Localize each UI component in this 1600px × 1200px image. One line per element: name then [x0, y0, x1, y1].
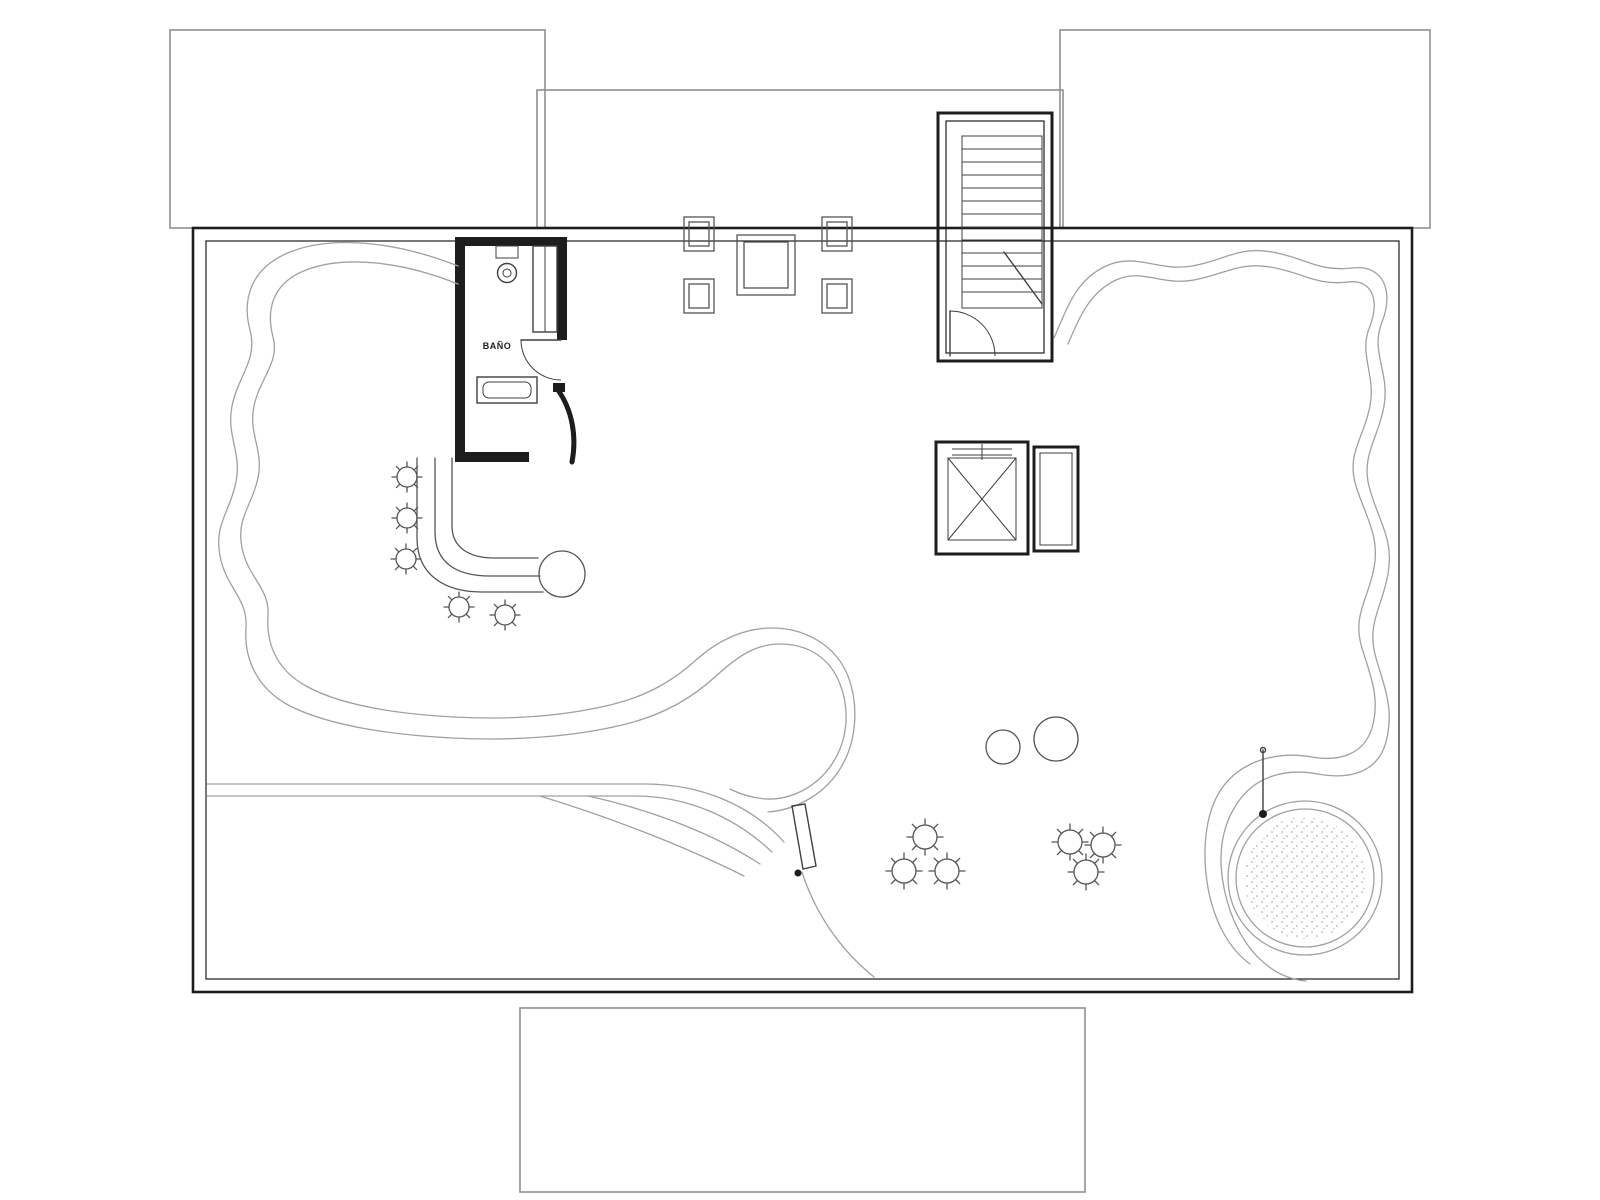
stair-flight [961, 135, 1043, 309]
elevator-shaft-wall [934, 440, 1030, 556]
adjacent-roof-outlines [169, 29, 1431, 1193]
terrace-wall-outer-line [191, 226, 1414, 994]
shrub [1051, 823, 1089, 861]
path-edge-to-wall [801, 871, 875, 978]
hand-rail [1259, 746, 1267, 818]
stair-break-line [1003, 251, 1043, 305]
bar-counter-outer-edge [416, 457, 544, 593]
stair-treads [962, 148, 1042, 293]
dining-chair [683, 216, 715, 252]
bar-stools [390, 461, 521, 631]
dining-chair [821, 278, 853, 314]
elevator-cross-line [947, 457, 1017, 541]
adjacent-roof-top-left [169, 29, 546, 229]
ramp-edge-line [206, 795, 773, 853]
right-planting-bed-outer [1053, 249, 1391, 982]
gate-hinge [794, 869, 802, 877]
dining-chair [821, 216, 853, 252]
ramp-lines [206, 783, 875, 978]
hot-tub-inner-rim [1235, 808, 1375, 948]
ramp-fan-line [539, 795, 745, 877]
toilet-bowl-inner [502, 268, 512, 278]
bar-stool [390, 543, 422, 575]
elevator [934, 440, 1080, 556]
bathroom-door-swing-arc [520, 339, 562, 381]
toilet-tank [495, 245, 519, 259]
terrace-outer-wall [191, 226, 1414, 994]
hand-rail-base [1259, 810, 1267, 818]
hot-tub [1227, 800, 1383, 956]
hot-tub-water-stipple [1244, 817, 1366, 939]
adjacent-roof-bottom [519, 1007, 1086, 1193]
curved-door-leaf [555, 387, 577, 465]
right-planting-bed-inner [1067, 265, 1377, 965]
terrace-wall-inner-line [205, 240, 1400, 980]
dining-chair [683, 278, 715, 314]
bathroom-label: BAÑO [483, 341, 512, 351]
dining-table-set [683, 216, 853, 314]
bar-stool [443, 591, 475, 623]
bar-stool [391, 502, 423, 534]
bathroom-wall-bottom [455, 452, 529, 462]
bar-counter [416, 457, 586, 598]
planter-circles [985, 716, 1079, 765]
gate [791, 803, 817, 877]
bar-stool [489, 599, 521, 631]
service-duct-inner [1039, 452, 1073, 546]
toilet-bowl [496, 262, 518, 284]
staircase [936, 111, 1054, 363]
ramp-fan-line [587, 795, 761, 865]
left-planting-bed-outer [218, 241, 847, 800]
left-planting-bed-inner [240, 261, 856, 813]
bathroom-wall-right [557, 237, 567, 340]
bar-counter-inner-edge [451, 457, 539, 559]
bathroom-wall-top [455, 237, 567, 246]
hand-rail-top-cap [1259, 746, 1267, 754]
dining-table [736, 234, 796, 296]
shrub-clusters [885, 818, 1122, 891]
shrub [1067, 853, 1105, 891]
gate-leaf [791, 803, 817, 870]
shrub [1084, 826, 1122, 864]
sink-basin [482, 381, 532, 399]
shrub [885, 852, 923, 890]
stair-door-swing-arc [949, 310, 996, 357]
adjacent-roof-top-middle [536, 89, 1064, 229]
sink-counter [476, 376, 538, 404]
bar-counter-mid-line [434, 457, 541, 577]
bathroom-wall-left [455, 237, 465, 462]
planter-circle [1033, 716, 1079, 762]
service-duct-wall [1032, 445, 1080, 553]
adjacent-roof-top-right [1059, 29, 1431, 229]
shrub [906, 818, 944, 856]
planting-bed-curves [218, 241, 1391, 982]
dining-table-inner [743, 241, 789, 289]
bar-stool [391, 461, 423, 493]
bar-counter-end-cap [538, 550, 586, 598]
bathroom: BAÑO [455, 237, 577, 465]
hot-tub-outer-rim [1227, 800, 1383, 956]
shrub [928, 852, 966, 890]
ramp-edge-line [206, 783, 785, 843]
planter-circle [985, 729, 1021, 765]
bathroom-door-jamb [553, 383, 565, 392]
stair-shaft-wall [936, 111, 1054, 363]
stair-shaft-wall-inner [945, 120, 1045, 354]
